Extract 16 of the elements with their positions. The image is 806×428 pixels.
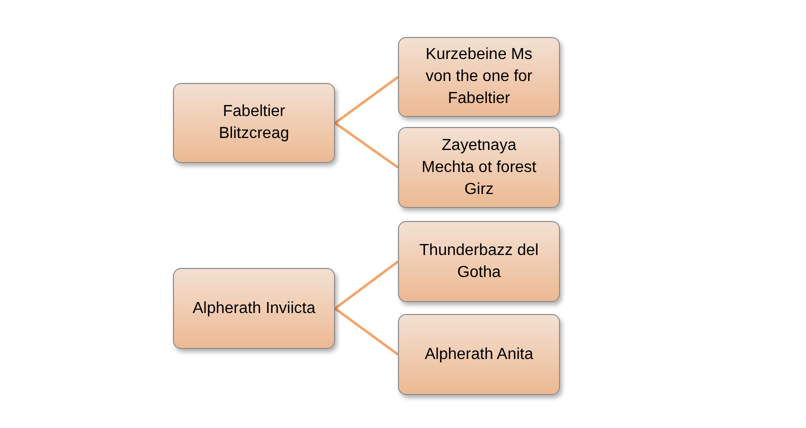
name-box (398, 221, 560, 302)
box-text: Fabeltier Blitzcreag (218, 102, 290, 144)
name-box (173, 83, 335, 163)
connector-line (334, 260, 399, 310)
box-text: Alpherath Anita (424, 344, 534, 364)
box-text: Thunderbazz del Gotha (418, 240, 540, 282)
box-text: Kurzebeine Ms von the one for Fabeltier (424, 45, 534, 109)
box-text: Alpherath Inviicta (192, 298, 316, 318)
connector-line (334, 76, 399, 124)
connector-line (334, 122, 399, 169)
name-box (398, 37, 560, 117)
connector-line (334, 308, 399, 356)
name-box (398, 127, 560, 208)
name-box (398, 314, 560, 395)
name-box (173, 268, 335, 349)
box-text: Zayetnaya Mechta ot forest Girz (420, 136, 538, 200)
